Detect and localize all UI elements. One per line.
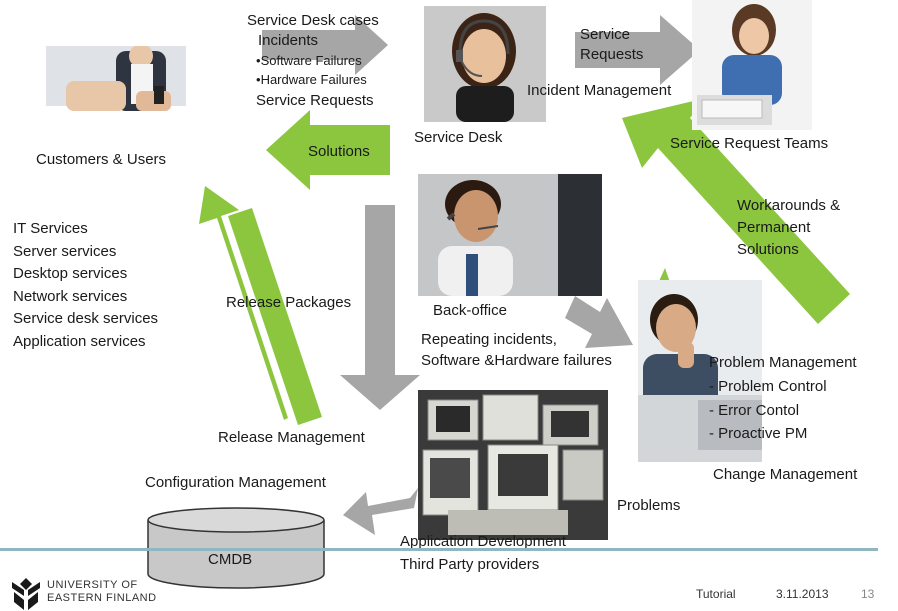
cases-incidents: Incidents	[258, 32, 319, 49]
service-desk-label: Service Desk	[414, 129, 503, 146]
university-logo-icon	[12, 578, 40, 610]
providers-label-1: Application Development	[400, 533, 566, 550]
workarounds-label-1: Workarounds &	[737, 197, 841, 214]
arrow-release-management-body	[228, 208, 322, 425]
workarounds-label-3: Solutions	[737, 241, 799, 258]
cases-service-requests: Service Requests	[256, 92, 374, 109]
incident-management-label: Incident Management	[527, 82, 672, 99]
service-desk-photo	[424, 6, 546, 122]
problem-management-item: - Proactive PM	[709, 425, 808, 442]
logo-line-2: EASTERN FINLAND	[47, 592, 157, 604]
service-request-teams-photo	[692, 0, 812, 130]
footer-label: Tutorial	[696, 587, 736, 601]
cmdb-cylinder	[147, 507, 325, 589]
repeating-label-2: Software &Hardware failures	[421, 352, 612, 369]
arrow-solutions-to-customers	[266, 110, 390, 190]
it-services-item: Desktop services	[13, 265, 128, 282]
cases-software-failures: •Software Failures	[256, 53, 362, 68]
release-management-label: Release Management	[218, 429, 365, 446]
cases-hardware-failures: •Hardware Failures	[256, 72, 367, 87]
back-office-photo	[418, 174, 602, 296]
repeating-label-1: Repeating incidents,	[421, 331, 557, 348]
hardware-failures-text: Hardware Failures	[260, 72, 367, 87]
it-services-item: IT Services	[13, 220, 88, 237]
problems-label: Problems	[617, 497, 681, 514]
problem-management-item: - Problem Control	[709, 378, 827, 395]
customers-photo	[46, 46, 186, 144]
arrow-to-cmdb	[343, 488, 418, 535]
cmdb-label: CMDB	[208, 551, 253, 568]
it-services-item: Network services	[13, 287, 128, 305]
arrow-release-packages	[340, 205, 420, 410]
solutions-label: Solutions	[308, 143, 370, 160]
service-requests-arrow-label-2: Requests	[580, 46, 644, 63]
arrow-workarounds	[622, 98, 850, 324]
arrow-cases-to-service-desk	[262, 15, 388, 75]
cases-title: Service Desk cases	[247, 12, 379, 29]
customers-label: Customers & Users	[36, 151, 167, 168]
footer-date: 3.11.2013	[776, 587, 829, 601]
it-services-item: Application services	[13, 332, 146, 350]
problem-management-photo	[638, 280, 762, 462]
arrow-release-management	[199, 186, 288, 420]
logo-line-1: UNIVERSITY OF	[47, 579, 138, 591]
footer-divider	[0, 548, 878, 551]
page-number: 13	[861, 587, 875, 601]
arrow-to-problem-management	[565, 296, 633, 348]
providers-label-2: Third Party providers	[400, 556, 540, 573]
change-management-label: Change Management	[713, 466, 858, 483]
release-packages-label: Release Packages	[226, 294, 352, 311]
it-services-list: IT Services Server services Desktop serv…	[13, 218, 158, 353]
configuration-management-label: Configuration Management	[145, 474, 326, 491]
computer-pile-photo	[418, 390, 608, 540]
problem-management-title: Problem Management	[709, 354, 857, 371]
arrow-to-service-request-teams	[575, 15, 700, 85]
workarounds-label-2: Permanent	[737, 219, 811, 236]
service-request-teams-label: Service Request Teams	[670, 135, 829, 152]
problem-management-item: - Error Contol	[709, 402, 800, 419]
it-services-item: Service desk services	[13, 310, 159, 327]
back-office-label: Back-office	[433, 302, 507, 319]
software-failures-text: Software Failures	[260, 53, 362, 68]
it-services-item: Server services	[13, 242, 117, 260]
service-requests-arrow-label-1: Service	[580, 26, 631, 43]
